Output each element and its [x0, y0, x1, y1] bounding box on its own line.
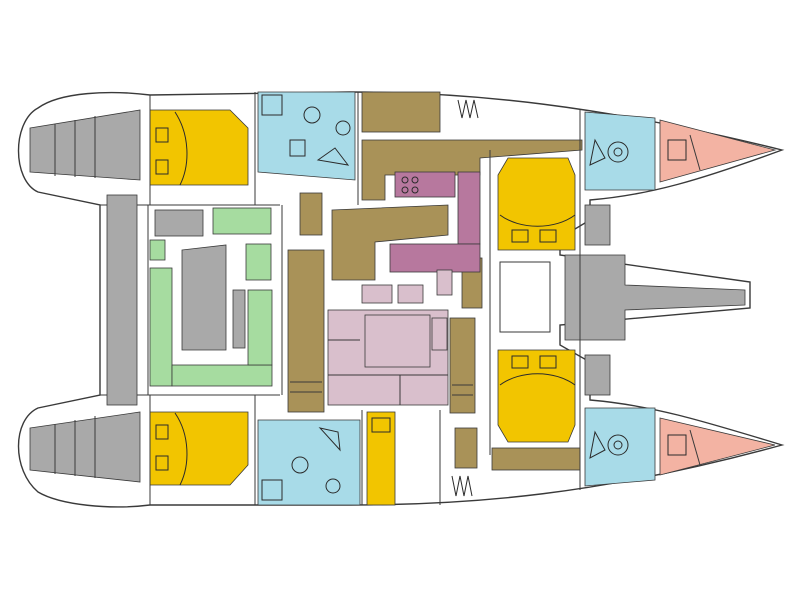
- starboard-aft-cabin: [149, 411, 249, 486]
- storage-wood: [287, 91, 583, 471]
- aft-steps: [29, 109, 141, 483]
- starboard-forward-head: [584, 407, 656, 487]
- port-forward-cabin: [497, 157, 576, 251]
- starboard-forepeak: [659, 417, 776, 476]
- central-berth: [366, 411, 396, 506]
- port-aft-cabin: [149, 109, 249, 186]
- starboard-forward-cabin: [497, 349, 576, 443]
- partitions: [149, 92, 581, 505]
- stair-symbols: [451, 99, 479, 497]
- saloon: [327, 269, 453, 406]
- cockpit: [149, 207, 273, 387]
- galley: [389, 171, 481, 273]
- starboard-aft-head: [257, 419, 361, 506]
- port-forward-head: [584, 111, 656, 191]
- port-forepeak: [659, 119, 777, 183]
- port-aft-head: [257, 91, 356, 181]
- forward-deck: [499, 204, 746, 396]
